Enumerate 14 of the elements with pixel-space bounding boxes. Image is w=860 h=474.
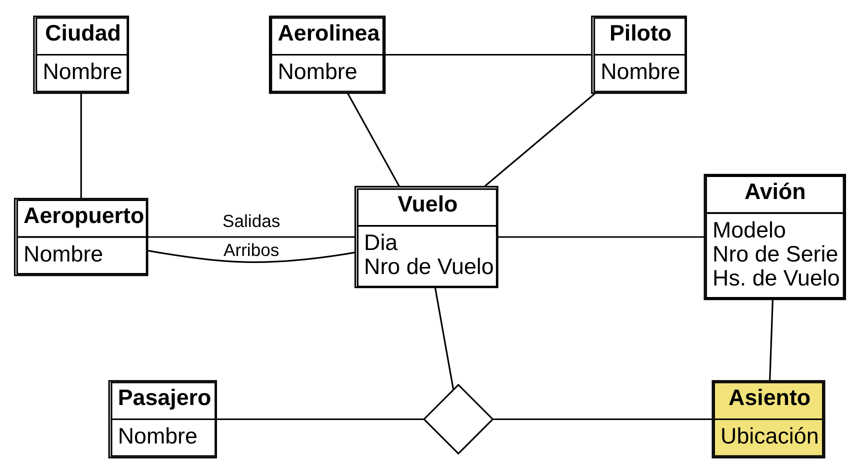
edge-label: Salidas (222, 211, 280, 232)
connector (434, 287, 454, 390)
connector (769, 300, 774, 381)
connector (347, 93, 400, 186)
connector (385, 54, 592, 56)
connector (216, 418, 424, 420)
edge-label: Arribos (224, 240, 280, 260)
connector (484, 92, 596, 187)
connector (498, 236, 705, 238)
connector (492, 418, 713, 420)
connector (148, 236, 355, 238)
node-diamond (422, 384, 494, 455)
connector (80, 93, 82, 198)
connector (148, 250, 356, 263)
